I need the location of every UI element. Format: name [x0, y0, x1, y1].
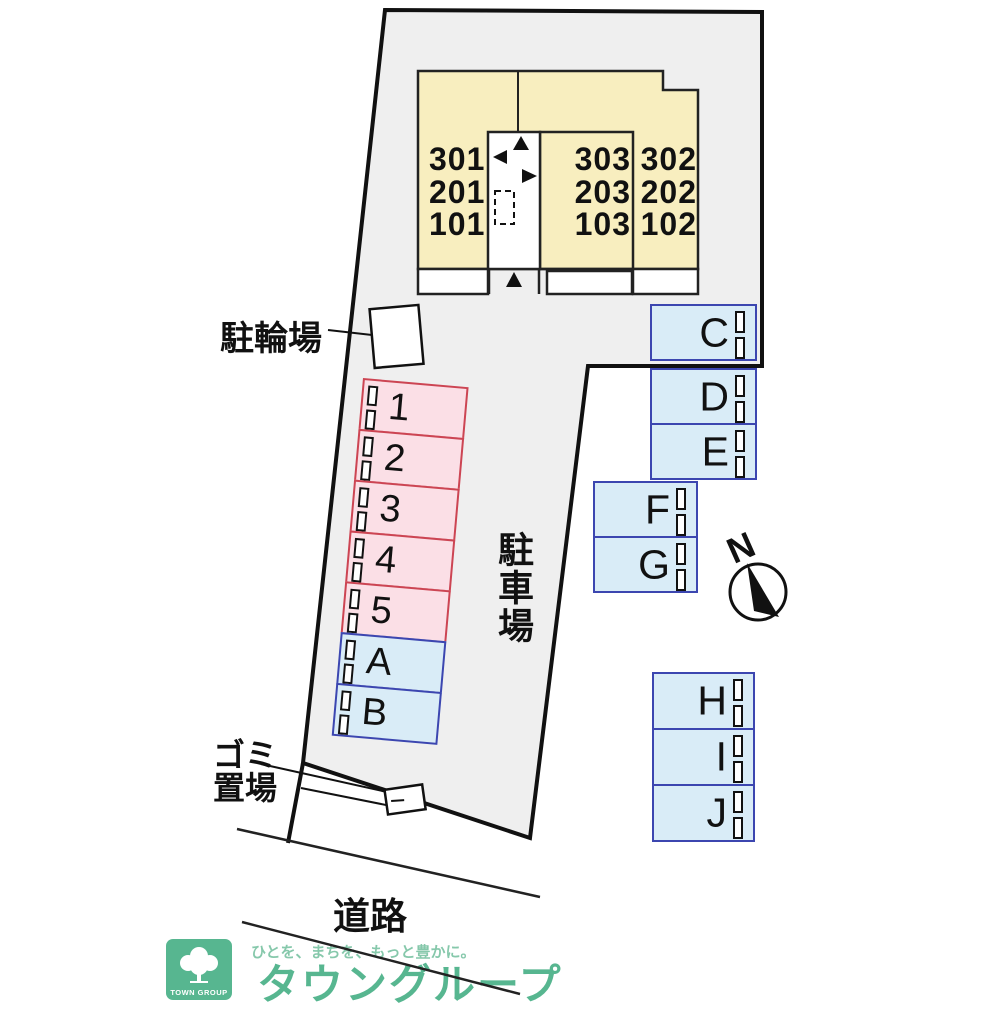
parking-space-D: D	[650, 368, 757, 425]
space-label: G	[638, 541, 670, 587]
garbage-leader-line	[260, 763, 388, 793]
space-label: 5	[369, 588, 394, 633]
space-label: J	[706, 789, 728, 836]
unit-number: 202	[640, 173, 697, 210]
unit-number: 302	[640, 141, 697, 177]
wheel-stop	[676, 569, 686, 591]
boundary-extension-line	[286, 762, 305, 844]
parking-space-G: G	[593, 536, 698, 593]
logo-brand-text: タウングループ	[257, 961, 563, 1008]
space-label: B	[360, 690, 390, 735]
wheel-stop	[676, 488, 686, 510]
wheel-stop	[735, 401, 745, 423]
space-label: 4	[373, 537, 399, 582]
wheel-stop	[735, 337, 745, 359]
bicycle-parking-label: 駐輪場	[220, 320, 322, 358]
wheel-stop	[733, 705, 743, 727]
unit-numbers-right: 302 202 102	[634, 143, 697, 241]
wheel-stop	[733, 817, 743, 839]
logo-badge-text: TOWN GROUP	[170, 988, 228, 997]
space-label: C	[699, 309, 729, 355]
wheel-stop	[339, 690, 352, 712]
space-label: 1	[386, 385, 412, 430]
parking-lot-label: 駐車場	[493, 531, 534, 645]
wheel-stop	[676, 514, 686, 536]
wheel-stop	[346, 612, 359, 634]
balcony-strip-right	[631, 267, 700, 296]
wheel-stop	[348, 588, 361, 610]
parking-space-B: B	[331, 682, 442, 745]
balcony-strip-left	[416, 267, 490, 296]
space-label: F	[644, 486, 670, 532]
space-label: 3	[377, 487, 403, 531]
garbage-box	[383, 783, 428, 816]
unit-numbers-middle: 303 203 103	[545, 143, 631, 241]
wheel-stop	[351, 561, 363, 583]
wheel-stop	[733, 735, 743, 757]
wheel-stop	[366, 385, 379, 407]
wheel-stop	[360, 460, 372, 482]
setback-strip-line	[300, 787, 392, 807]
unit-number: 101	[429, 206, 486, 242]
unit-numbers-left: 301 201 101	[429, 143, 485, 241]
bicycle-parking-box	[368, 303, 425, 370]
space-label: A	[364, 639, 394, 684]
balcony-strip-middle	[545, 269, 634, 296]
parking-space-I: I	[652, 728, 755, 786]
unit-number: 102	[640, 206, 697, 242]
wheel-stop	[733, 791, 743, 813]
space-label: 2	[382, 436, 408, 480]
wheel-stop	[355, 511, 368, 532]
wheel-stop	[735, 430, 745, 452]
compass-needle-icon	[747, 563, 779, 617]
stair-dashed-landing	[494, 190, 515, 225]
unit-number: 303	[574, 141, 631, 177]
wheel-stop	[735, 311, 745, 333]
road-label: 道路	[333, 896, 407, 937]
parking-space-C: C	[650, 304, 757, 361]
parking-space-F: F	[593, 481, 698, 538]
wheel-stop	[364, 409, 377, 431]
garbage-area-label: ゴミ 置場	[213, 739, 277, 805]
town-group-logo-badge: TOWN GROUP	[166, 939, 232, 1000]
wheel-stop	[676, 543, 686, 565]
space-label: H	[697, 677, 727, 724]
space-label: I	[715, 733, 727, 780]
wheel-stop	[353, 537, 365, 559]
tree-icon	[180, 947, 218, 983]
arrow-right-icon	[522, 169, 537, 183]
garbage-label-line1: ゴミ	[213, 737, 278, 773]
wheel-stop	[344, 639, 357, 661]
garbage-label-line2: 置場	[213, 770, 278, 806]
space-label: D	[699, 373, 729, 419]
parking-space-E: E	[650, 423, 757, 480]
wheel-stop	[342, 663, 355, 685]
parking-space-J: J	[652, 784, 755, 842]
arrow-left-icon	[493, 150, 507, 164]
unit-number: 103	[574, 206, 631, 242]
entrance-arrow-icon	[506, 272, 522, 287]
stair-corridor	[486, 130, 542, 271]
wheel-stop	[735, 375, 745, 397]
wheel-stop	[735, 456, 745, 478]
wheel-stop	[357, 487, 370, 508]
parking-space-H: H	[652, 672, 755, 730]
arrow-up-icon	[513, 136, 529, 150]
wheel-stop	[337, 714, 350, 736]
unit-number: 201	[429, 173, 486, 210]
unit-number: 301	[429, 141, 486, 177]
wheel-stop	[733, 679, 743, 701]
unit-number: 203	[574, 173, 631, 210]
wheel-stop	[362, 436, 374, 458]
wheel-stop	[733, 761, 743, 783]
space-label: E	[701, 428, 729, 474]
